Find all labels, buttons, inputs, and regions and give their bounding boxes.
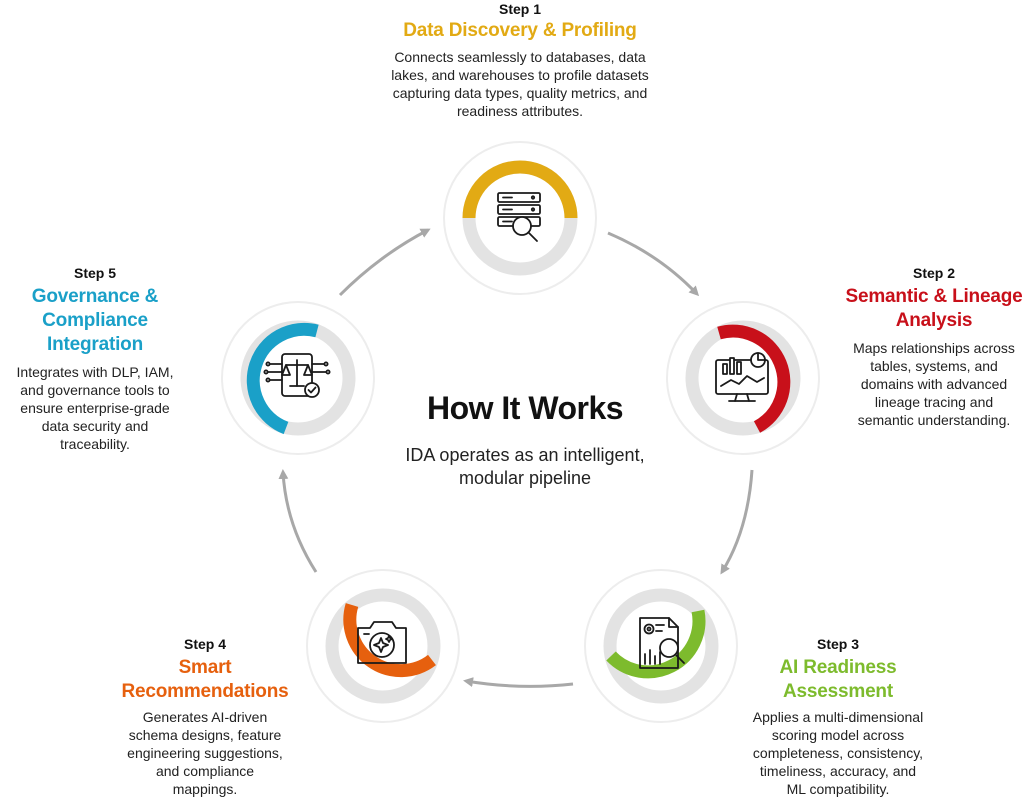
step-desc-line: semantic understanding. [857, 412, 1011, 428]
step4-text: Step 4 Smart Recommendations Generates A… [100, 636, 310, 798]
step-label: Step 2 [912, 265, 955, 281]
step-desc-line: lakes, and warehouses to profile dataset… [391, 67, 649, 83]
step-desc-line: domains with advanced [860, 376, 1008, 392]
step-desc-line: Connects seamlessly to databases, data [394, 49, 646, 65]
step-desc-line: and compliance [155, 763, 255, 779]
step-description: Integrates with DLP, IAM, and governance… [0, 363, 190, 453]
step-desc-line: Integrates with DLP, IAM, [16, 364, 174, 380]
step-label: Step 5 [73, 265, 116, 281]
step-desc-line: ML compatibility. [786, 781, 890, 797]
step2-text: Step 2 Semantic & Lineage Analysis Maps … [834, 265, 1025, 429]
step-title-line: AI Readiness [779, 657, 897, 678]
step-title: Governance & Compliance Integration [0, 285, 190, 357]
step-title-line: Recommendations [121, 681, 289, 702]
center-subtitle-line: modular pipeline [458, 468, 592, 488]
ai-sparkle-camera-icon [357, 621, 407, 664]
step-desc-line: ensure enterprise-grade [20, 400, 170, 416]
step-title: Semantic & Lineage Analysis [834, 285, 1025, 333]
ring-progress-arc [462, 160, 578, 219]
step-description: Generates AI-driven schema designs, feat… [100, 708, 310, 798]
report-magnifier-icon [639, 617, 685, 669]
step-title-line: Compliance [42, 310, 148, 331]
step-description: Maps relationships across tables, system… [834, 339, 1025, 429]
arrow-step5-to-step1 [338, 228, 431, 297]
step1-ring [443, 141, 597, 295]
step-description: Connects seamlessly to databases, data l… [360, 48, 680, 120]
step-label: Step 3 [816, 636, 859, 652]
center-subtitle-line: IDA operates as an intelligent, [405, 445, 645, 465]
step4-ring [306, 569, 460, 723]
step-title-line: Governance & [31, 286, 159, 307]
step-title-line: Data Discovery & Profiling [403, 20, 637, 41]
ring-progress-arc [717, 324, 791, 433]
step5-ring [221, 301, 375, 455]
step1-text: Step 1 Data Discovery & Profiling Connec… [360, 1, 680, 120]
step-desc-line: scoring model across [771, 727, 905, 743]
step-title-line: Assessment [783, 681, 893, 702]
step-desc-line: Generates AI-driven [142, 709, 268, 725]
ring-progress-arc [606, 609, 706, 679]
compliance-scale-icon [263, 353, 331, 398]
step-title-line: Smart [178, 657, 232, 678]
step-desc-line: capturing data types, quality metrics, a… [392, 85, 648, 101]
step-desc-line: schema designs, feature [128, 727, 282, 743]
step-desc-line: Maps relationships across [853, 340, 1015, 356]
step-desc-line: Applies a multi-dimensional [752, 709, 924, 725]
step-desc-line: engineering suggestions, [127, 745, 283, 761]
step2-ring [666, 301, 820, 455]
center-title: How It Works [426, 390, 624, 426]
ring-progress-arc [246, 322, 319, 435]
analytics-monitor-icon [715, 352, 769, 402]
step-desc-line: tables, systems, and [870, 358, 998, 374]
step-desc-line: readiness attributes. [456, 103, 584, 119]
step-title: Data Discovery & Profiling [360, 19, 680, 43]
step3-text: Step 3 AI Readiness Assessment Applies a… [728, 636, 948, 798]
server-search-icon [497, 192, 541, 242]
arrow-step4-to-step5 [278, 469, 318, 573]
step-description: Applies a multi-dimensional scoring mode… [728, 708, 948, 798]
step-title: Smart Recommendations [100, 656, 310, 704]
ring-progress-arc [343, 603, 436, 678]
step-desc-line: traceability. [60, 436, 130, 452]
step-desc-line: completeness, consistency, [752, 745, 924, 761]
step-desc-line: data security and [41, 418, 149, 434]
arrow-step1-to-step2 [607, 231, 700, 297]
center-subtitle: IDA operates as an intelligent, modular … [340, 444, 710, 490]
step-title-line: Semantic & Lineage [845, 286, 1023, 307]
step-title-line: Analysis [895, 310, 973, 331]
arrow-step3-to-step4 [463, 677, 574, 688]
arrow-step2-to-step3 [720, 469, 754, 575]
step5-text: Step 5 Governance & Compliance Integrati… [0, 265, 190, 453]
step-label: Step 1 [498, 1, 541, 17]
step3-ring [584, 569, 738, 723]
step-desc-line: mappings. [172, 781, 238, 797]
step-label: Step 4 [183, 636, 226, 652]
step-title: AI Readiness Assessment [728, 656, 948, 704]
step-title-line: Integration [47, 334, 143, 355]
step-desc-line: and governance tools to [20, 382, 170, 398]
step-desc-line: timeliness, accuracy, and [759, 763, 917, 779]
step-desc-line: lineage tracing and [874, 394, 994, 410]
